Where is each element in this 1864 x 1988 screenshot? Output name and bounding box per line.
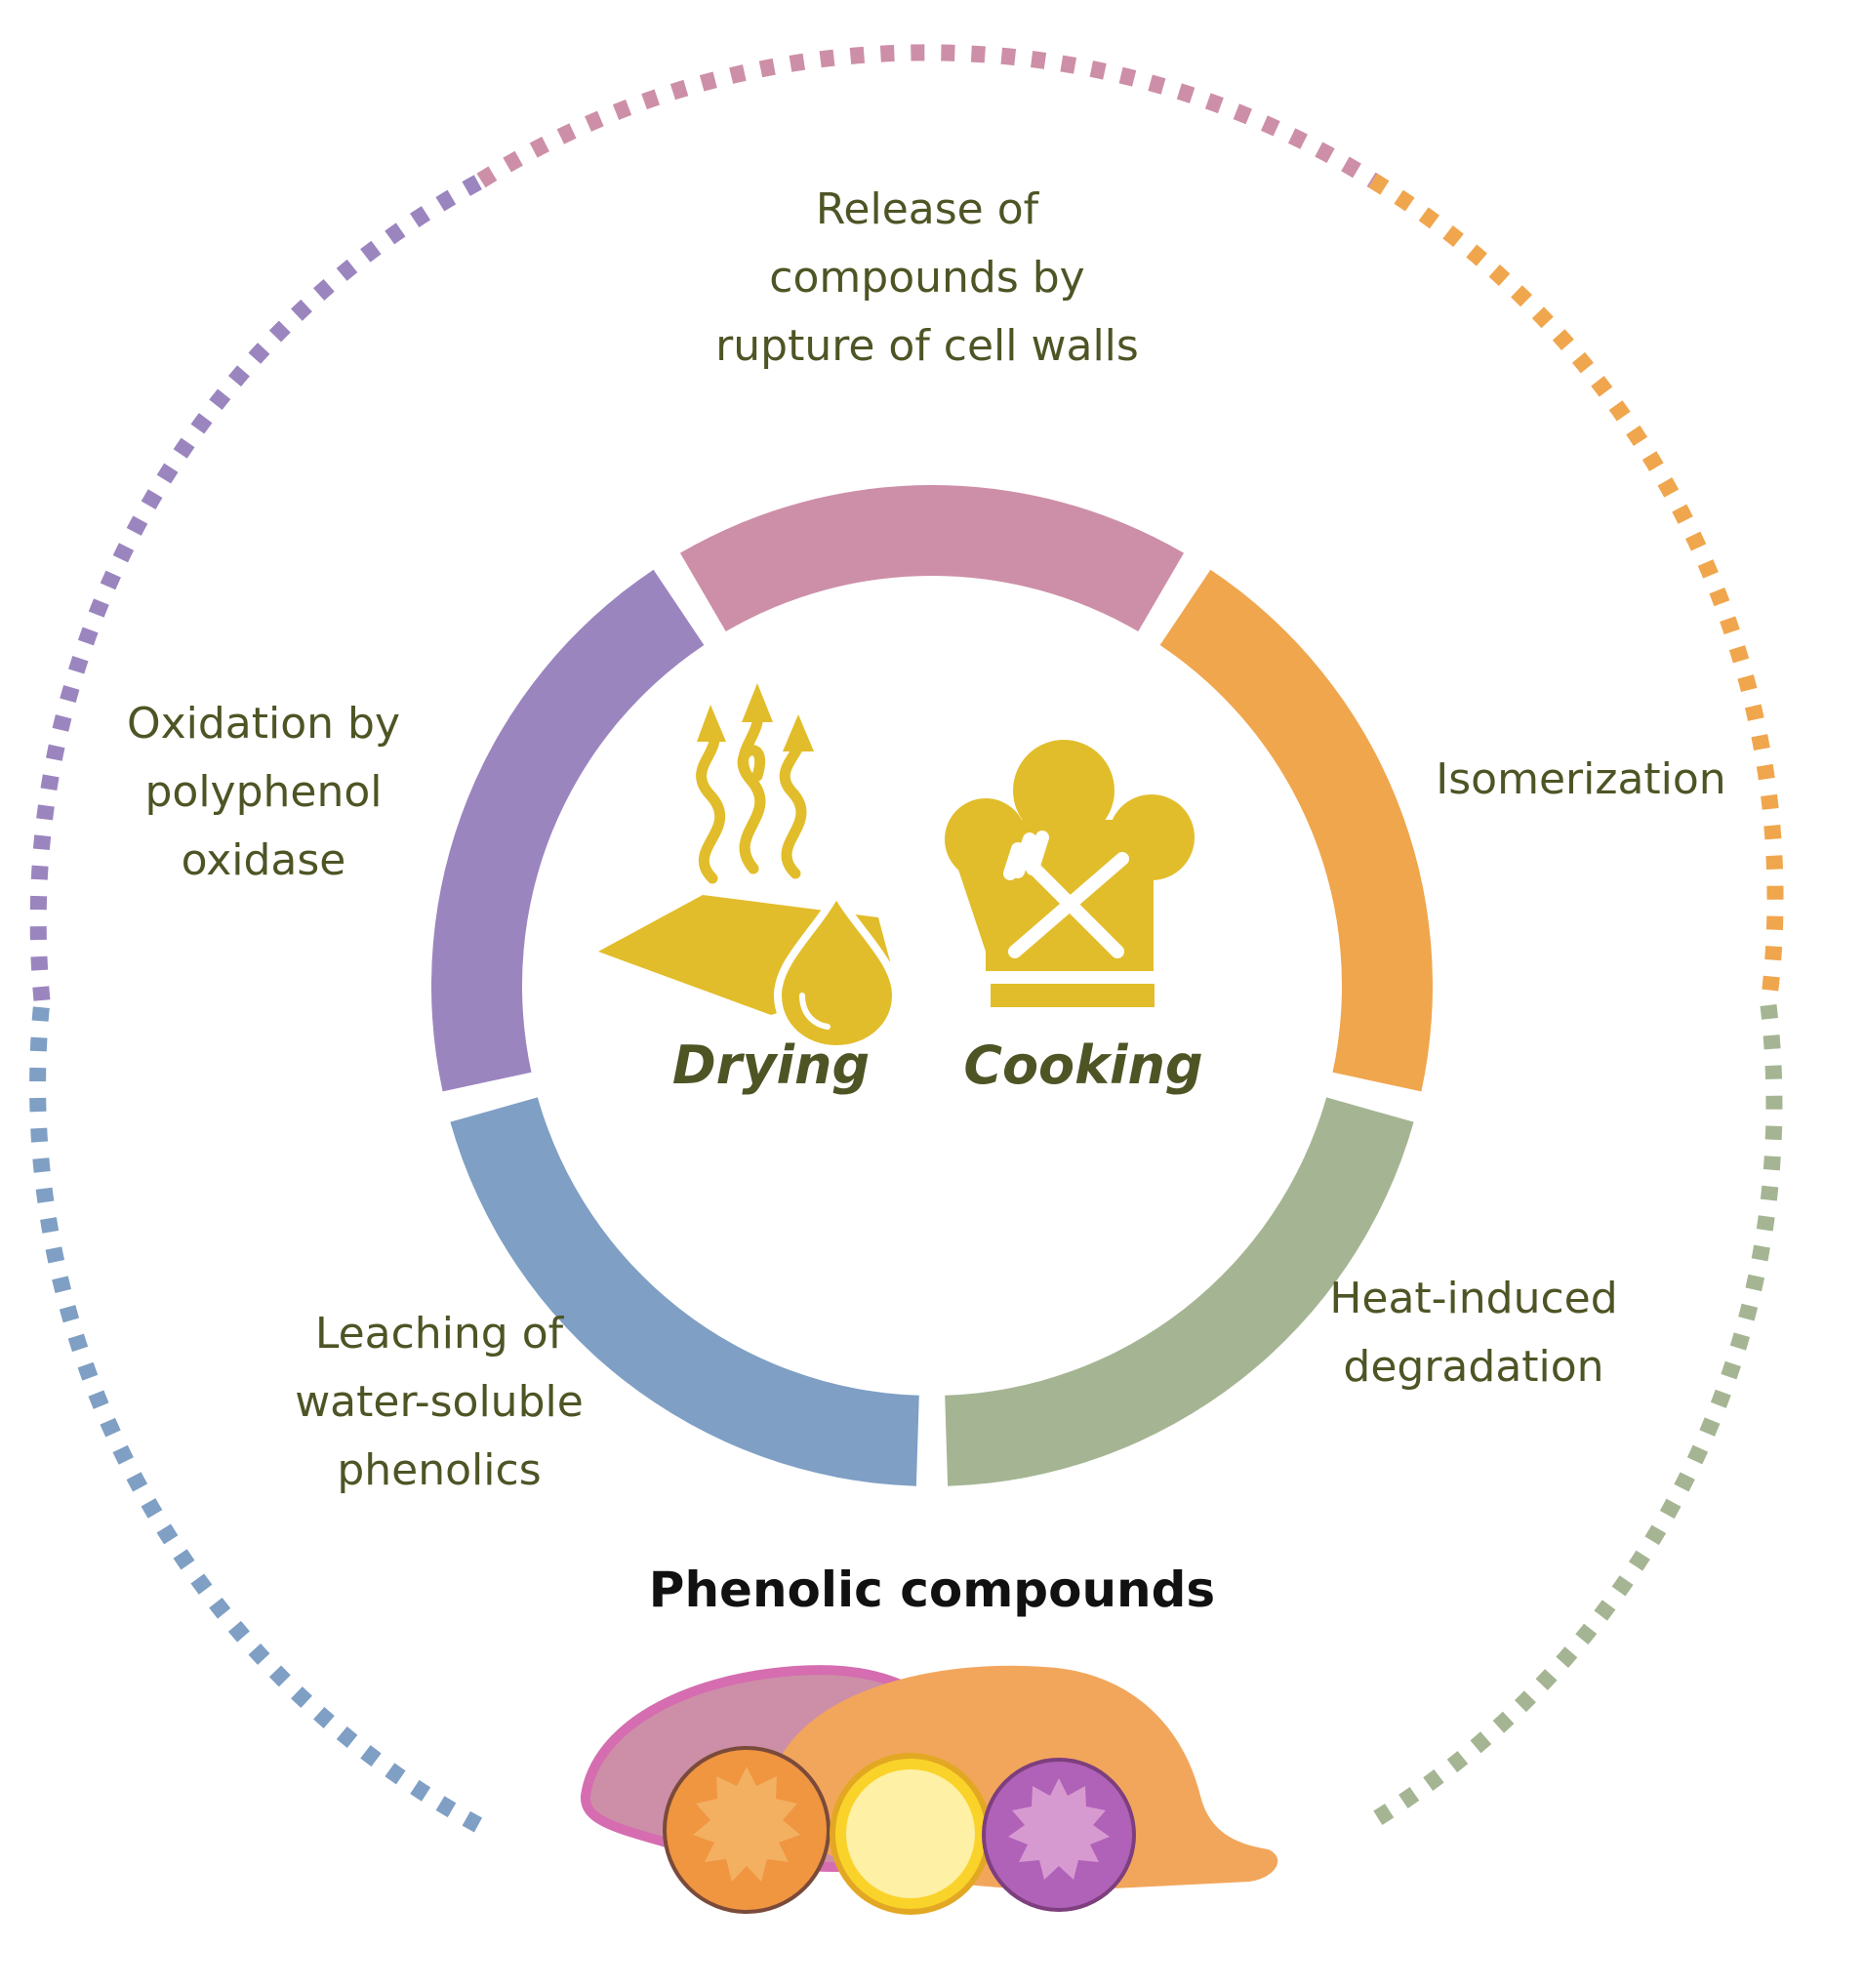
outer-arc-pink bbox=[476, 44, 1378, 188]
hat-band-icon bbox=[991, 984, 1155, 1007]
outer-arc-orange bbox=[1368, 173, 1784, 1007]
steam-wave-1-icon bbox=[696, 721, 726, 884]
steam-wave-3-icon bbox=[779, 728, 807, 879]
water-drop-shine-icon bbox=[799, 993, 831, 1030]
outer-dashed-ring bbox=[29, 44, 1784, 1833]
isomerization-label: Isomerization bbox=[1436, 754, 1726, 804]
purple-slice-icon bbox=[982, 1758, 1136, 1912]
steam-arrow-1-icon bbox=[697, 705, 726, 742]
ring-segment-release bbox=[679, 484, 1185, 632]
sweet-potato-cross-sections bbox=[580, 1665, 1278, 1915]
release-of-compounds-label: Release of compounds by rupture of cell … bbox=[715, 184, 1139, 371]
steam-arrow-2-icon bbox=[742, 683, 773, 722]
chef-hat-cooking-icon bbox=[945, 740, 1195, 1007]
steam-arrow-3-icon bbox=[783, 714, 814, 751]
drying-icon bbox=[598, 683, 901, 1054]
leaching-label: Leaching of water-soluble phenolics bbox=[295, 1309, 584, 1495]
ring-segment-oxidation bbox=[431, 569, 705, 1092]
outer-arc-blue bbox=[29, 999, 483, 1833]
outer-arc-green bbox=[1361, 1004, 1783, 1833]
steam-wave-2b-icon bbox=[738, 702, 766, 874]
ring-segment-leaching bbox=[450, 1097, 919, 1486]
fork-knife-icon bbox=[1003, 831, 1129, 958]
hat-puff-top-icon bbox=[1013, 740, 1114, 841]
oxidation-label: Oxidation by polyphenol oxidase bbox=[126, 699, 401, 885]
yellow-slice-icon bbox=[830, 1753, 992, 1915]
inner-segment-ring bbox=[431, 484, 1433, 1486]
drying-label: Drying bbox=[671, 1035, 871, 1096]
ring-segment-isomerization bbox=[1159, 569, 1433, 1092]
ring-segment-heat bbox=[945, 1097, 1414, 1486]
heat-induced-degradation-label: Heat-induced degradation bbox=[1329, 1274, 1618, 1392]
orange-slice-icon bbox=[663, 1746, 831, 1914]
cooking-label: Cooking bbox=[963, 1035, 1203, 1096]
outer-arc-purple bbox=[29, 173, 486, 1001]
hat-body-left-icon bbox=[952, 830, 991, 966]
phenolic-compounds-title: Phenolic compounds bbox=[648, 1562, 1216, 1618]
